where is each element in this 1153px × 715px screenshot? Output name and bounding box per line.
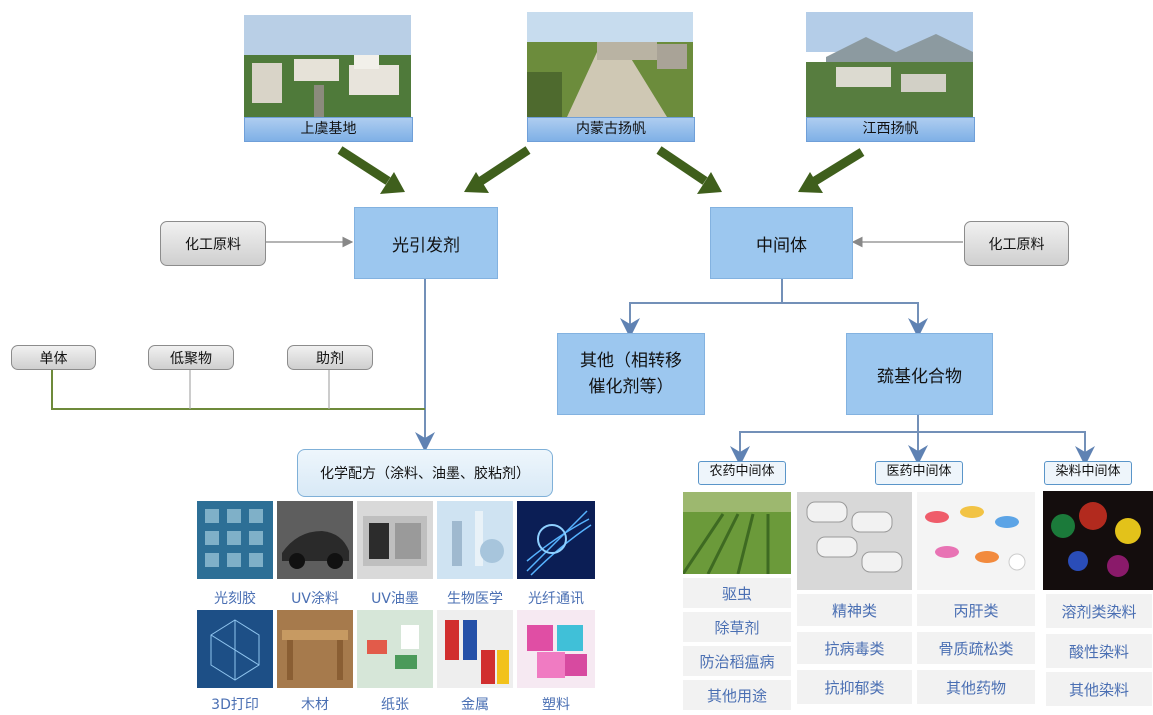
pesticide-field-image xyxy=(683,492,791,574)
sulfur-compound-node: 巯基化合物 xyxy=(846,333,993,415)
pesticide-use-item: 驱虫 xyxy=(683,578,791,608)
application-label: 生物医学 xyxy=(447,591,503,607)
pesticide-use-item: 其他用途 xyxy=(683,680,791,710)
site-photo-inner-mongolia xyxy=(527,12,693,117)
application-label: 3D打印 xyxy=(211,697,259,713)
medical-use-item: 抗抑郁类 xyxy=(797,670,912,704)
monomer-box: 单体 xyxy=(11,345,96,370)
site-photo-jiangxi xyxy=(806,12,973,117)
additive-box: 助剂 xyxy=(287,345,373,370)
site-photo-shangyu xyxy=(244,15,411,117)
uv-ink-image xyxy=(357,501,433,579)
dye-use-item: 酸性染料 xyxy=(1046,634,1152,668)
oligomer-box: 低聚物 xyxy=(148,345,234,370)
photoresist-image xyxy=(197,501,273,579)
site-label-inner-mongolia: 内蒙古扬帆 xyxy=(527,117,695,142)
site-arrows xyxy=(337,146,865,194)
paper-image xyxy=(357,610,433,688)
application-label: 纸张 xyxy=(381,697,409,713)
plastic-image xyxy=(517,610,595,688)
site-label-shangyu: 上虞基地 xyxy=(244,117,413,142)
application-label: UV油墨 xyxy=(371,591,419,607)
metal-image xyxy=(437,610,513,688)
raw-material-right: 化工原料 xyxy=(964,221,1069,266)
application-label: 光刻胶 xyxy=(214,591,256,607)
dye-use-item: 溶剂类染料 xyxy=(1046,594,1152,628)
medical-use-item: 骨质疏松类 xyxy=(917,632,1035,664)
intermediate-node: 中间体 xyxy=(710,207,853,279)
pesticide-use-item: 除草剂 xyxy=(683,612,791,642)
wood-image xyxy=(277,610,353,688)
biomedical-image xyxy=(437,501,513,579)
application-label: 木材 xyxy=(301,697,329,713)
site-label-jiangxi: 江西扬帆 xyxy=(806,117,975,142)
application-label: 金属 xyxy=(461,697,489,713)
uv-coating-image xyxy=(277,501,353,579)
3d-printing-image xyxy=(197,610,273,688)
dye-use-item: 其他染料 xyxy=(1046,672,1152,706)
medical-use-item: 精神类 xyxy=(797,594,912,626)
raw-material-left: 化工原料 xyxy=(160,221,266,266)
medical-intermediate-tag: 医药中间体 xyxy=(875,461,963,485)
photoinitiator-node: 光引发剂 xyxy=(354,207,498,279)
application-label: UV涂料 xyxy=(291,591,339,607)
dye-splash-image xyxy=(1043,491,1153,590)
application-label: 塑料 xyxy=(542,697,570,713)
pills-image xyxy=(917,492,1035,590)
dye-intermediate-tag: 染料中间体 xyxy=(1044,461,1132,485)
application-label: 光纤通讯 xyxy=(528,591,584,607)
medical-use-item: 抗病毒类 xyxy=(797,632,912,664)
other-catalyst-node: 其他（相转移 催化剂等） xyxy=(557,333,705,415)
medical-use-item: 其他药物 xyxy=(917,670,1035,704)
pesticide-use-item: 防治稻瘟病 xyxy=(683,646,791,676)
chemical-formula-box: 化学配方（涂料、油墨、胶粘剂） xyxy=(297,449,553,497)
pesticide-intermediate-tag: 农药中间体 xyxy=(698,461,786,485)
pill-blister-image xyxy=(797,492,912,590)
medical-use-item: 丙肝类 xyxy=(917,594,1035,626)
fiber-optic-image xyxy=(517,501,595,579)
